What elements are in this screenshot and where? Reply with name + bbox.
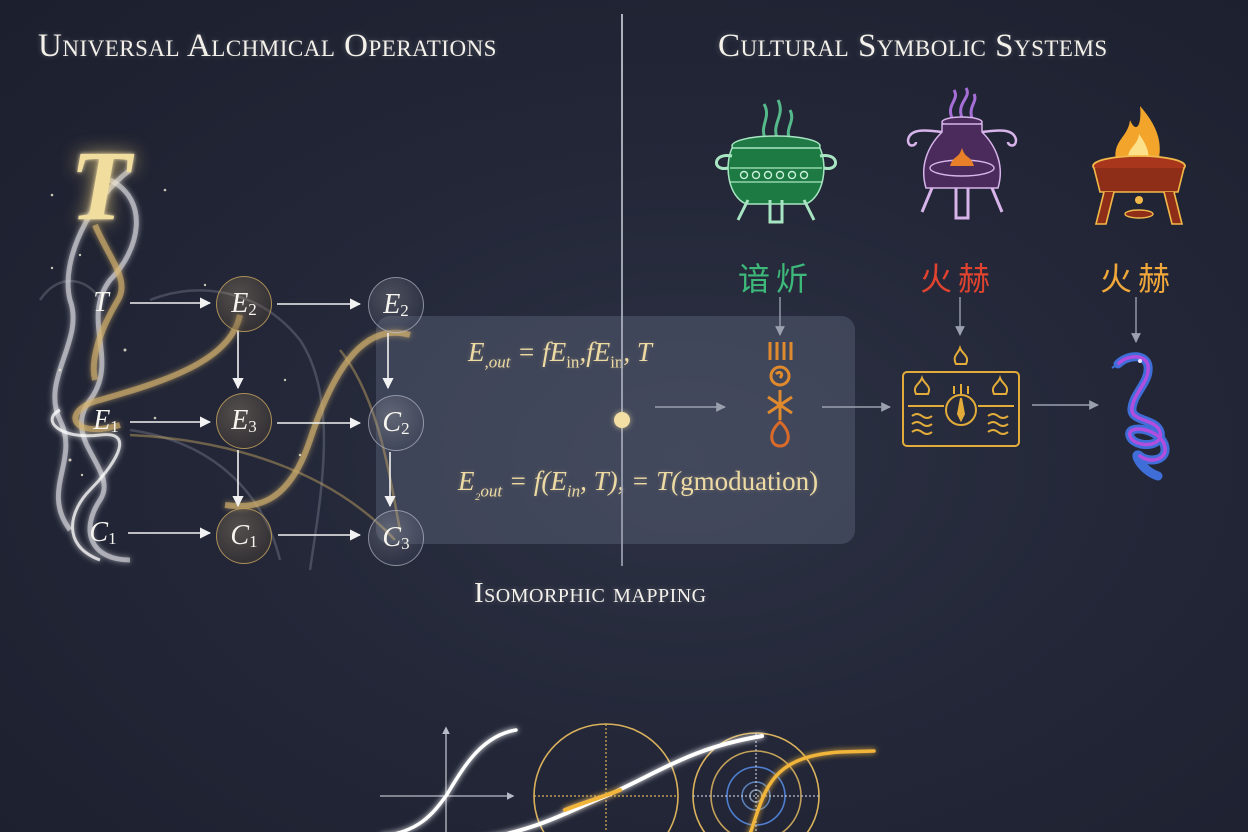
mapping-center-dot xyxy=(614,412,630,428)
heading-universal-operations: Universal Alchmical Operations xyxy=(38,28,497,64)
label-green-system: 谙炘 xyxy=(738,260,815,298)
section-divider xyxy=(621,14,623,566)
coiled-serpent-icon xyxy=(1111,352,1170,481)
formula-modulation: E₂out = f(Ein, T), = T(gmoduation) xyxy=(458,466,819,501)
fire-water-tablet-icon xyxy=(902,344,1020,447)
heading-isomorphic-mapping: Isomorphic mapping xyxy=(474,577,707,609)
node-t: T xyxy=(93,287,109,318)
formula-transformation: E,out = fEin,fEin, T xyxy=(468,337,652,372)
label-gold-system: 火赫 xyxy=(1100,260,1177,298)
heading-cultural-systems: Cultural Symbolic Systems xyxy=(718,28,1108,64)
cauldron-green-icon xyxy=(715,99,837,224)
censer-purple-icon xyxy=(906,87,1018,220)
transformation-symbol: T xyxy=(70,130,132,241)
label-red-system: 火赫 xyxy=(920,260,997,298)
isomorphic-mapping-graphic xyxy=(380,723,876,832)
brazier-fire-icon xyxy=(1092,106,1186,225)
formula-panel xyxy=(376,316,855,544)
orange-sigil-icon xyxy=(767,342,793,448)
